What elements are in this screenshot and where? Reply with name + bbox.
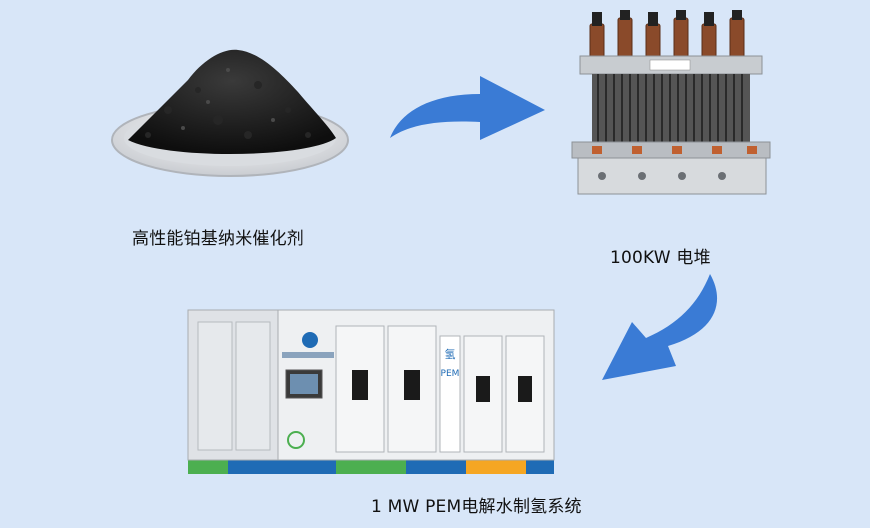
catalyst-powder-icon [111,49,349,177]
container-sign-line1: 氢 [445,347,456,361]
catalyst-label: 高性能铂基纳米催化剂 [132,229,304,249]
stack-label: 100KW 电堆 [610,248,711,268]
curved-arrow-right-icon [390,76,545,140]
container-sign-line2: PEM [441,369,460,379]
hydrogen-container-icon: 氢 PEM [187,309,555,474]
curved-arrow-down-left-icon [602,274,718,380]
system-label: 1 MW PEM电解水制氢系统 [371,497,582,517]
electrolyzer-stack-icon [571,10,771,195]
